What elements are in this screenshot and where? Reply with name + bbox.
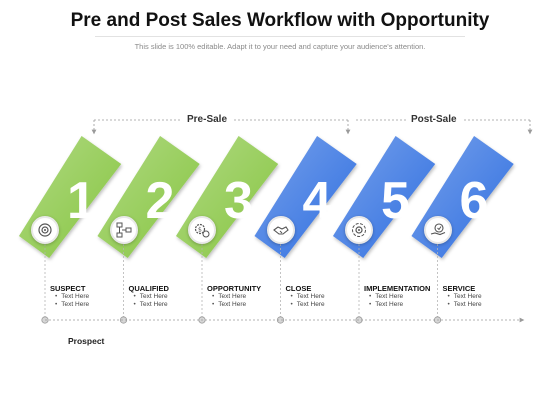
step-bullet-list: Text HereText Here [212,293,246,309]
step-title: QUALIFIED [128,284,169,293]
step-title: SUSPECT [50,284,86,293]
step-shape-6: 6 [411,136,514,258]
phase-label-post-sale: Post-Sale [406,114,462,125]
step-icon-badge [423,216,452,244]
step-number-6: 6 [460,172,489,230]
step-bullet-list: Text HereText Here [448,293,482,309]
page-title: Pre and Post Sales Workflow with Opportu… [70,10,490,31]
step-bullet-item: Text Here [369,301,403,309]
step-title: SERVICE [442,284,476,293]
gear-cycle-icon [352,223,366,237]
handshake-icon [272,226,289,235]
phase-bracket-pre-sale [91,119,351,135]
page-subtitle: This slide is 100% editable. Adapt it to… [134,42,426,51]
step-icon-badge [31,216,59,244]
step-bullet-item: Text Here [134,301,168,309]
step-title: OPPORTUNITY [207,284,262,293]
step-number-3: 3 [224,172,253,230]
step-title: CLOSE [285,284,312,293]
title-divider [95,36,465,37]
step-bullet-item: Text Here [55,293,89,301]
step-bullet-item: Text Here [212,301,246,309]
step-icon-badge [266,216,295,244]
step-number-5: 5 [381,172,410,230]
step-bullet-item: Text Here [448,293,482,301]
flowchart-icon [116,222,131,238]
step-bullet-item: Text Here [55,301,89,309]
step-number-2: 2 [146,172,175,230]
step-number-1: 1 [67,172,96,230]
money-gear-icon: $ [194,223,210,238]
step-bullet-item: Text Here [134,293,168,301]
prospect-label: Prospect [68,336,105,346]
step-bullet-item: Text Here [291,301,325,309]
step-bullet-item: Text Here [448,301,482,309]
step-title: IMPLEMENTATION [364,284,431,293]
svg-text:$: $ [198,227,202,234]
step-number-4: 4 [303,172,332,230]
target-icon [38,223,52,237]
step-bullet-list: Text HereText Here [55,293,89,309]
step-bullet-list: Text HereText Here [369,293,403,309]
phase-bracket-post-sale [356,119,533,135]
step-icon-badge: $ [188,216,216,244]
hand-service-icon [430,223,445,236]
step-bullet-item: Text Here [291,293,325,301]
phase-label-pre-sale: Pre-Sale [182,114,233,125]
step-bullet-list: Text HereText Here [291,293,325,309]
step-bullet-item: Text Here [369,293,403,301]
step-bullet-list: Text HereText Here [134,293,168,309]
step-icon-badge [345,216,373,244]
step-icon-badge [109,216,138,244]
step-bullet-item: Text Here [212,293,246,301]
